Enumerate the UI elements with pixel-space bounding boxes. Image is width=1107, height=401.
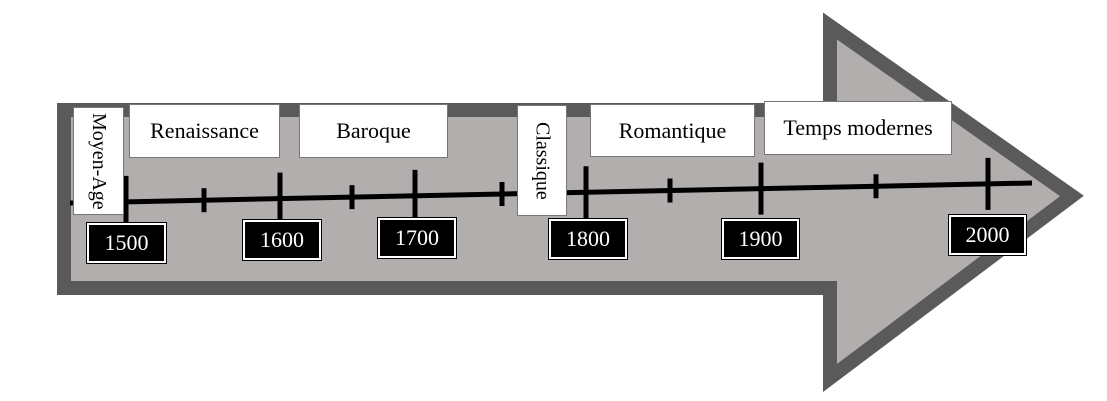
period-renaissance: Renaissance (129, 104, 280, 158)
period-baroque: Baroque (299, 104, 448, 158)
period-classique: Classique (517, 105, 567, 216)
period-moyen-age-label: Moyen-Age (88, 112, 110, 210)
year-1600: 1600 (242, 219, 322, 261)
year-1700: 1700 (377, 217, 457, 259)
period-moyen-age: Moyen-Age (73, 107, 124, 215)
year-2000: 2000 (948, 214, 1027, 256)
period-classique-label: Classique (531, 121, 554, 200)
year-1500: 1500 (86, 222, 167, 264)
year-1900: 1900 (721, 218, 800, 260)
period-temps-modernes: Temps modernes (764, 101, 952, 155)
period-baroque-label: Baroque (336, 118, 411, 143)
period-temps-modernes-label: Temps modernes (783, 115, 933, 140)
period-renaissance-label: Renaissance (150, 118, 259, 143)
period-romantique-label: Romantique (618, 117, 727, 143)
timeline-ticks (123, 157, 991, 228)
period-romantique: Romantique (590, 104, 755, 157)
year-1800: 1800 (548, 218, 628, 260)
